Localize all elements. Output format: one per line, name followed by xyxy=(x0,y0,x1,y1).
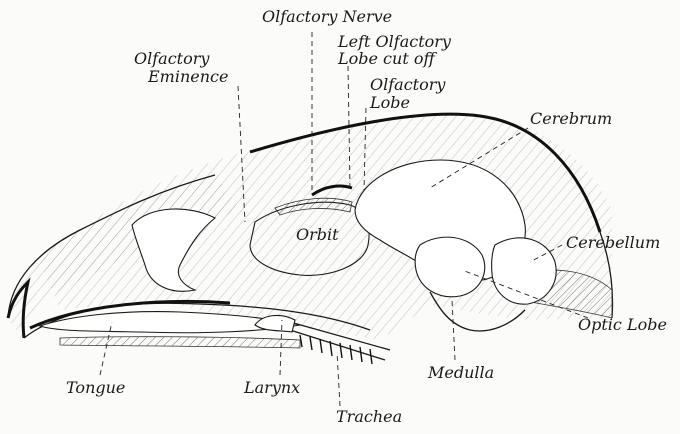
label-olfactory-lobe-line1: Olfactory xyxy=(370,75,446,94)
label-cerebrum: Cerebrum xyxy=(530,109,612,128)
label-orbit: Orbit xyxy=(296,225,339,244)
tongue-hatch xyxy=(60,337,300,348)
label-tongue: Tongue xyxy=(66,378,125,397)
label-medulla: Medulla xyxy=(427,363,494,382)
trachea-rings xyxy=(300,335,372,364)
label-olfactory-lobe-line2: Lobe xyxy=(369,93,410,112)
leader-trachea xyxy=(337,352,340,406)
label-olfactory-nerve: Olfactory Nerve xyxy=(262,7,392,26)
cerebellum-shape xyxy=(492,238,557,304)
label-cerebellum: Cerebellum xyxy=(566,233,660,252)
label-olfactory-eminence-line2: Eminence xyxy=(147,67,228,86)
label-left-olfactory-line2: Lobe cut off xyxy=(337,49,437,68)
label-trachea: Trachea xyxy=(336,407,402,426)
label-larynx: Larynx xyxy=(243,378,300,397)
label-optic-lobe: Optic Lobe xyxy=(578,315,667,334)
label-olfactory-eminence-line1: Olfactory xyxy=(134,49,210,68)
